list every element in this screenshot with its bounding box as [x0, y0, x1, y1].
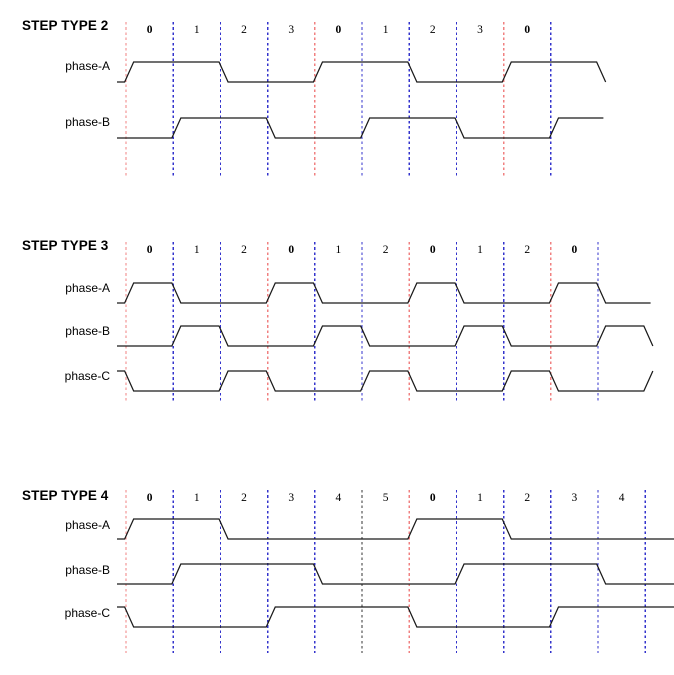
step-number-label: 0	[147, 24, 153, 36]
phase-label-phase-b: phase-B	[65, 324, 110, 338]
step-number-label: 5	[383, 492, 389, 504]
step-number-label: 2	[241, 24, 247, 36]
step-number-label: 3	[572, 492, 578, 504]
phase-label-phase-c: phase-C	[64, 369, 110, 383]
waveform-phase-a	[117, 61, 607, 83]
step-number-label: 1	[477, 492, 483, 504]
phase-label-phase-b: phase-B	[65, 115, 110, 129]
diagram-title: STEP TYPE 2	[22, 18, 109, 33]
step-number-label: 0	[524, 24, 530, 36]
phase-label-phase-a: phase-A	[65, 59, 110, 73]
waveform-phase-b	[117, 117, 604, 139]
step-number-label: 2	[241, 492, 247, 504]
step-number-label: 1	[336, 244, 342, 256]
waveform-phase-b	[117, 325, 654, 347]
step-number-label: 4	[619, 492, 625, 504]
step-number-label: 0	[430, 492, 436, 504]
step-number-label: 1	[383, 24, 389, 36]
waveform-phase-a	[117, 518, 674, 540]
step-number-label: 3	[477, 24, 483, 36]
step-number-label: 0	[430, 244, 436, 256]
phase-label-phase-a: phase-A	[65, 518, 110, 532]
waveform-phase-c	[117, 606, 674, 628]
step-number-label: 0	[288, 244, 294, 256]
waveform-phase-c	[117, 370, 654, 392]
phase-label-phase-b: phase-B	[65, 563, 110, 577]
step-number-label: 0	[147, 492, 153, 504]
step-number-label: 1	[477, 244, 483, 256]
step-number-label: 2	[524, 244, 530, 256]
step-number-label: 2	[241, 244, 247, 256]
step-number-label: 0	[147, 244, 153, 256]
step-number-label: 2	[430, 24, 436, 36]
step-number-label: 3	[288, 492, 294, 504]
step-number-label: 0	[572, 244, 578, 256]
step-number-label: 1	[194, 492, 200, 504]
step-number-label: 2	[524, 492, 530, 504]
diagram-title: STEP TYPE 4	[22, 488, 109, 503]
waveform-phase-a	[117, 282, 651, 304]
step-number-label: 2	[383, 244, 389, 256]
step-number-label: 1	[194, 24, 200, 36]
phase-label-phase-a: phase-A	[65, 281, 110, 295]
step-number-label: 3	[288, 24, 294, 36]
phase-label-phase-c: phase-C	[64, 606, 110, 620]
step-number-label: 1	[194, 244, 200, 256]
step-number-label: 0	[336, 24, 342, 36]
diagram-title: STEP TYPE 3	[22, 238, 109, 253]
step-number-label: 4	[336, 492, 342, 504]
waveform-phase-b	[117, 563, 674, 585]
